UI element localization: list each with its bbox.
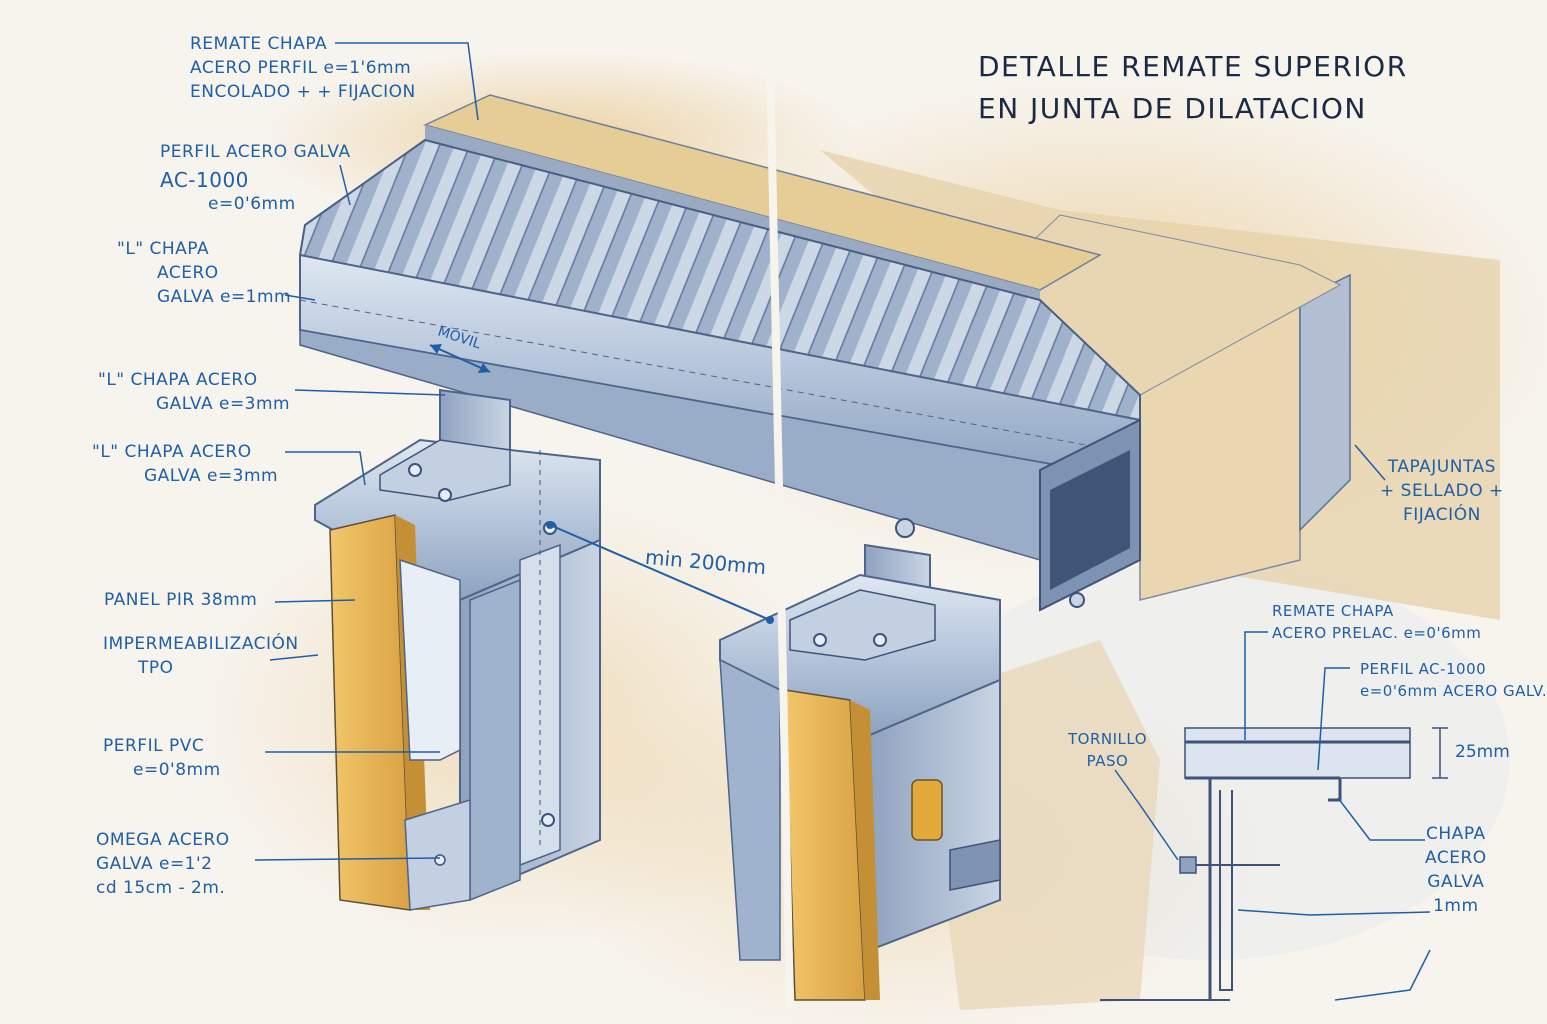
label-line: TAPAJUNTAS bbox=[1387, 457, 1496, 477]
label-impermeabilizacion: IMPERMEABILIZACIÓN TPO bbox=[103, 632, 299, 680]
label-tornillo: TORNILLO PASO bbox=[1068, 728, 1147, 772]
label-line: e=0'6mm bbox=[208, 194, 296, 214]
label-line: GALVA bbox=[1427, 872, 1485, 892]
label-line: CHAPA bbox=[1426, 824, 1486, 844]
left-pir-panel bbox=[329, 514, 471, 911]
label-line: ACERO bbox=[157, 263, 219, 283]
label-line: GALVA e=1mm bbox=[157, 287, 292, 307]
label-line: AC-1000 bbox=[160, 168, 249, 192]
label-line: PERFIL ACERO GALVA bbox=[160, 142, 351, 162]
label-line: PERFIL PVC bbox=[103, 736, 205, 756]
label-tapajuntas: TAPAJUNTAS + SELLADO + FIJACIÓN bbox=[1380, 455, 1504, 527]
label-line: GALVA e=3mm bbox=[156, 394, 291, 414]
drawing-title: DETALLE REMATE SUPERIOR EN JUNTA DE DILA… bbox=[978, 46, 1408, 130]
title-line-2: EN JUNTA DE DILATACION bbox=[978, 92, 1367, 125]
right-pir-panel bbox=[784, 689, 880, 1001]
label-line: cd 15cm - 2m. bbox=[96, 878, 226, 898]
label-line: GALVA e=3mm bbox=[144, 466, 279, 486]
label-perfil-pvc: PERFIL PVC e=0'8mm bbox=[103, 734, 221, 782]
label-perfil-acero: PERFIL ACERO GALVA AC-1000 e=0'6mm bbox=[160, 140, 351, 216]
label-l-chapa-3mm-b: "L" CHAPA ACERO GALVA e=3mm bbox=[92, 440, 278, 488]
label-line: "L" CHAPA bbox=[117, 239, 210, 259]
label-line: e=0'8mm bbox=[133, 760, 221, 780]
label-line: PANEL PIR 38mm bbox=[104, 590, 258, 610]
label-line: GALVA e=1'2 bbox=[96, 854, 213, 874]
leader-lines bbox=[254, 42, 1386, 861]
label-line: ACERO PERFIL e=1'6mm bbox=[190, 58, 412, 78]
label-line: ACERO PRELAC. e=0'6mm bbox=[1272, 624, 1482, 642]
label-panel-pir: PANEL PIR 38mm bbox=[104, 588, 257, 612]
movement-arrow bbox=[429, 344, 491, 373]
label-line: PERFIL AC-1000 bbox=[1360, 660, 1487, 678]
label-line: "L" CHAPA ACERO bbox=[92, 442, 252, 462]
label-remate-chapa: REMATE CHAPA ACERO PERFIL e=1'6mm ENCOLA… bbox=[190, 32, 416, 104]
label-line: OMEGA ACERO bbox=[96, 830, 230, 850]
label-line: FIJACIÓN bbox=[1402, 505, 1481, 525]
label-l-chapa-3mm-a: "L" CHAPA ACERO GALVA e=3mm bbox=[98, 368, 290, 416]
label-perfil-ac1000: PERFIL AC-1000 e=0'6mm ACERO GALV. bbox=[1360, 658, 1547, 702]
label-line: REMATE CHAPA bbox=[190, 34, 328, 54]
left-post bbox=[314, 388, 601, 902]
label-line: TPO bbox=[138, 658, 174, 678]
label-line: + SELLADO + bbox=[1380, 481, 1504, 501]
inset-section bbox=[1100, 631, 1448, 1001]
label-omega: OMEGA ACERO GALVA e=1'2 cd 15cm - 2m. bbox=[96, 828, 230, 900]
min-gap-dimension bbox=[546, 521, 774, 624]
right-post bbox=[719, 543, 1001, 961]
label-line: ACERO bbox=[1425, 848, 1487, 868]
label-line: ENCOLADO + + FIJACION bbox=[190, 82, 416, 102]
label-line: IMPERMEABILIZACIÓN bbox=[103, 634, 299, 654]
label-line: PASO bbox=[1086, 752, 1129, 770]
label-line: e=0'6mm ACERO GALV. bbox=[1360, 682, 1547, 700]
label-line: 1mm bbox=[1433, 896, 1479, 916]
label-line: TORNILLO bbox=[1068, 730, 1148, 748]
thickness-annotation: 25mm bbox=[1455, 742, 1510, 762]
top-cap-flashing bbox=[422, 94, 1102, 300]
label-l-chapa-1mm: "L" CHAPA ACERO GALVA e=1mm bbox=[117, 237, 291, 309]
label-remate-prelac: REMATE CHAPA ACERO PRELAC. e=0'6mm bbox=[1272, 600, 1481, 644]
joint-axis-line bbox=[766, 59, 794, 1011]
label-line: "L" CHAPA ACERO bbox=[98, 370, 258, 390]
main-beam bbox=[299, 253, 1141, 676]
label-chapa-galva: CHAPA ACERO GALVA 1mm bbox=[1425, 822, 1487, 918]
channel-end bbox=[1039, 418, 1141, 612]
label-line: REMATE CHAPA bbox=[1272, 602, 1394, 620]
title-line-1: DETALLE REMATE SUPERIOR bbox=[978, 50, 1408, 83]
